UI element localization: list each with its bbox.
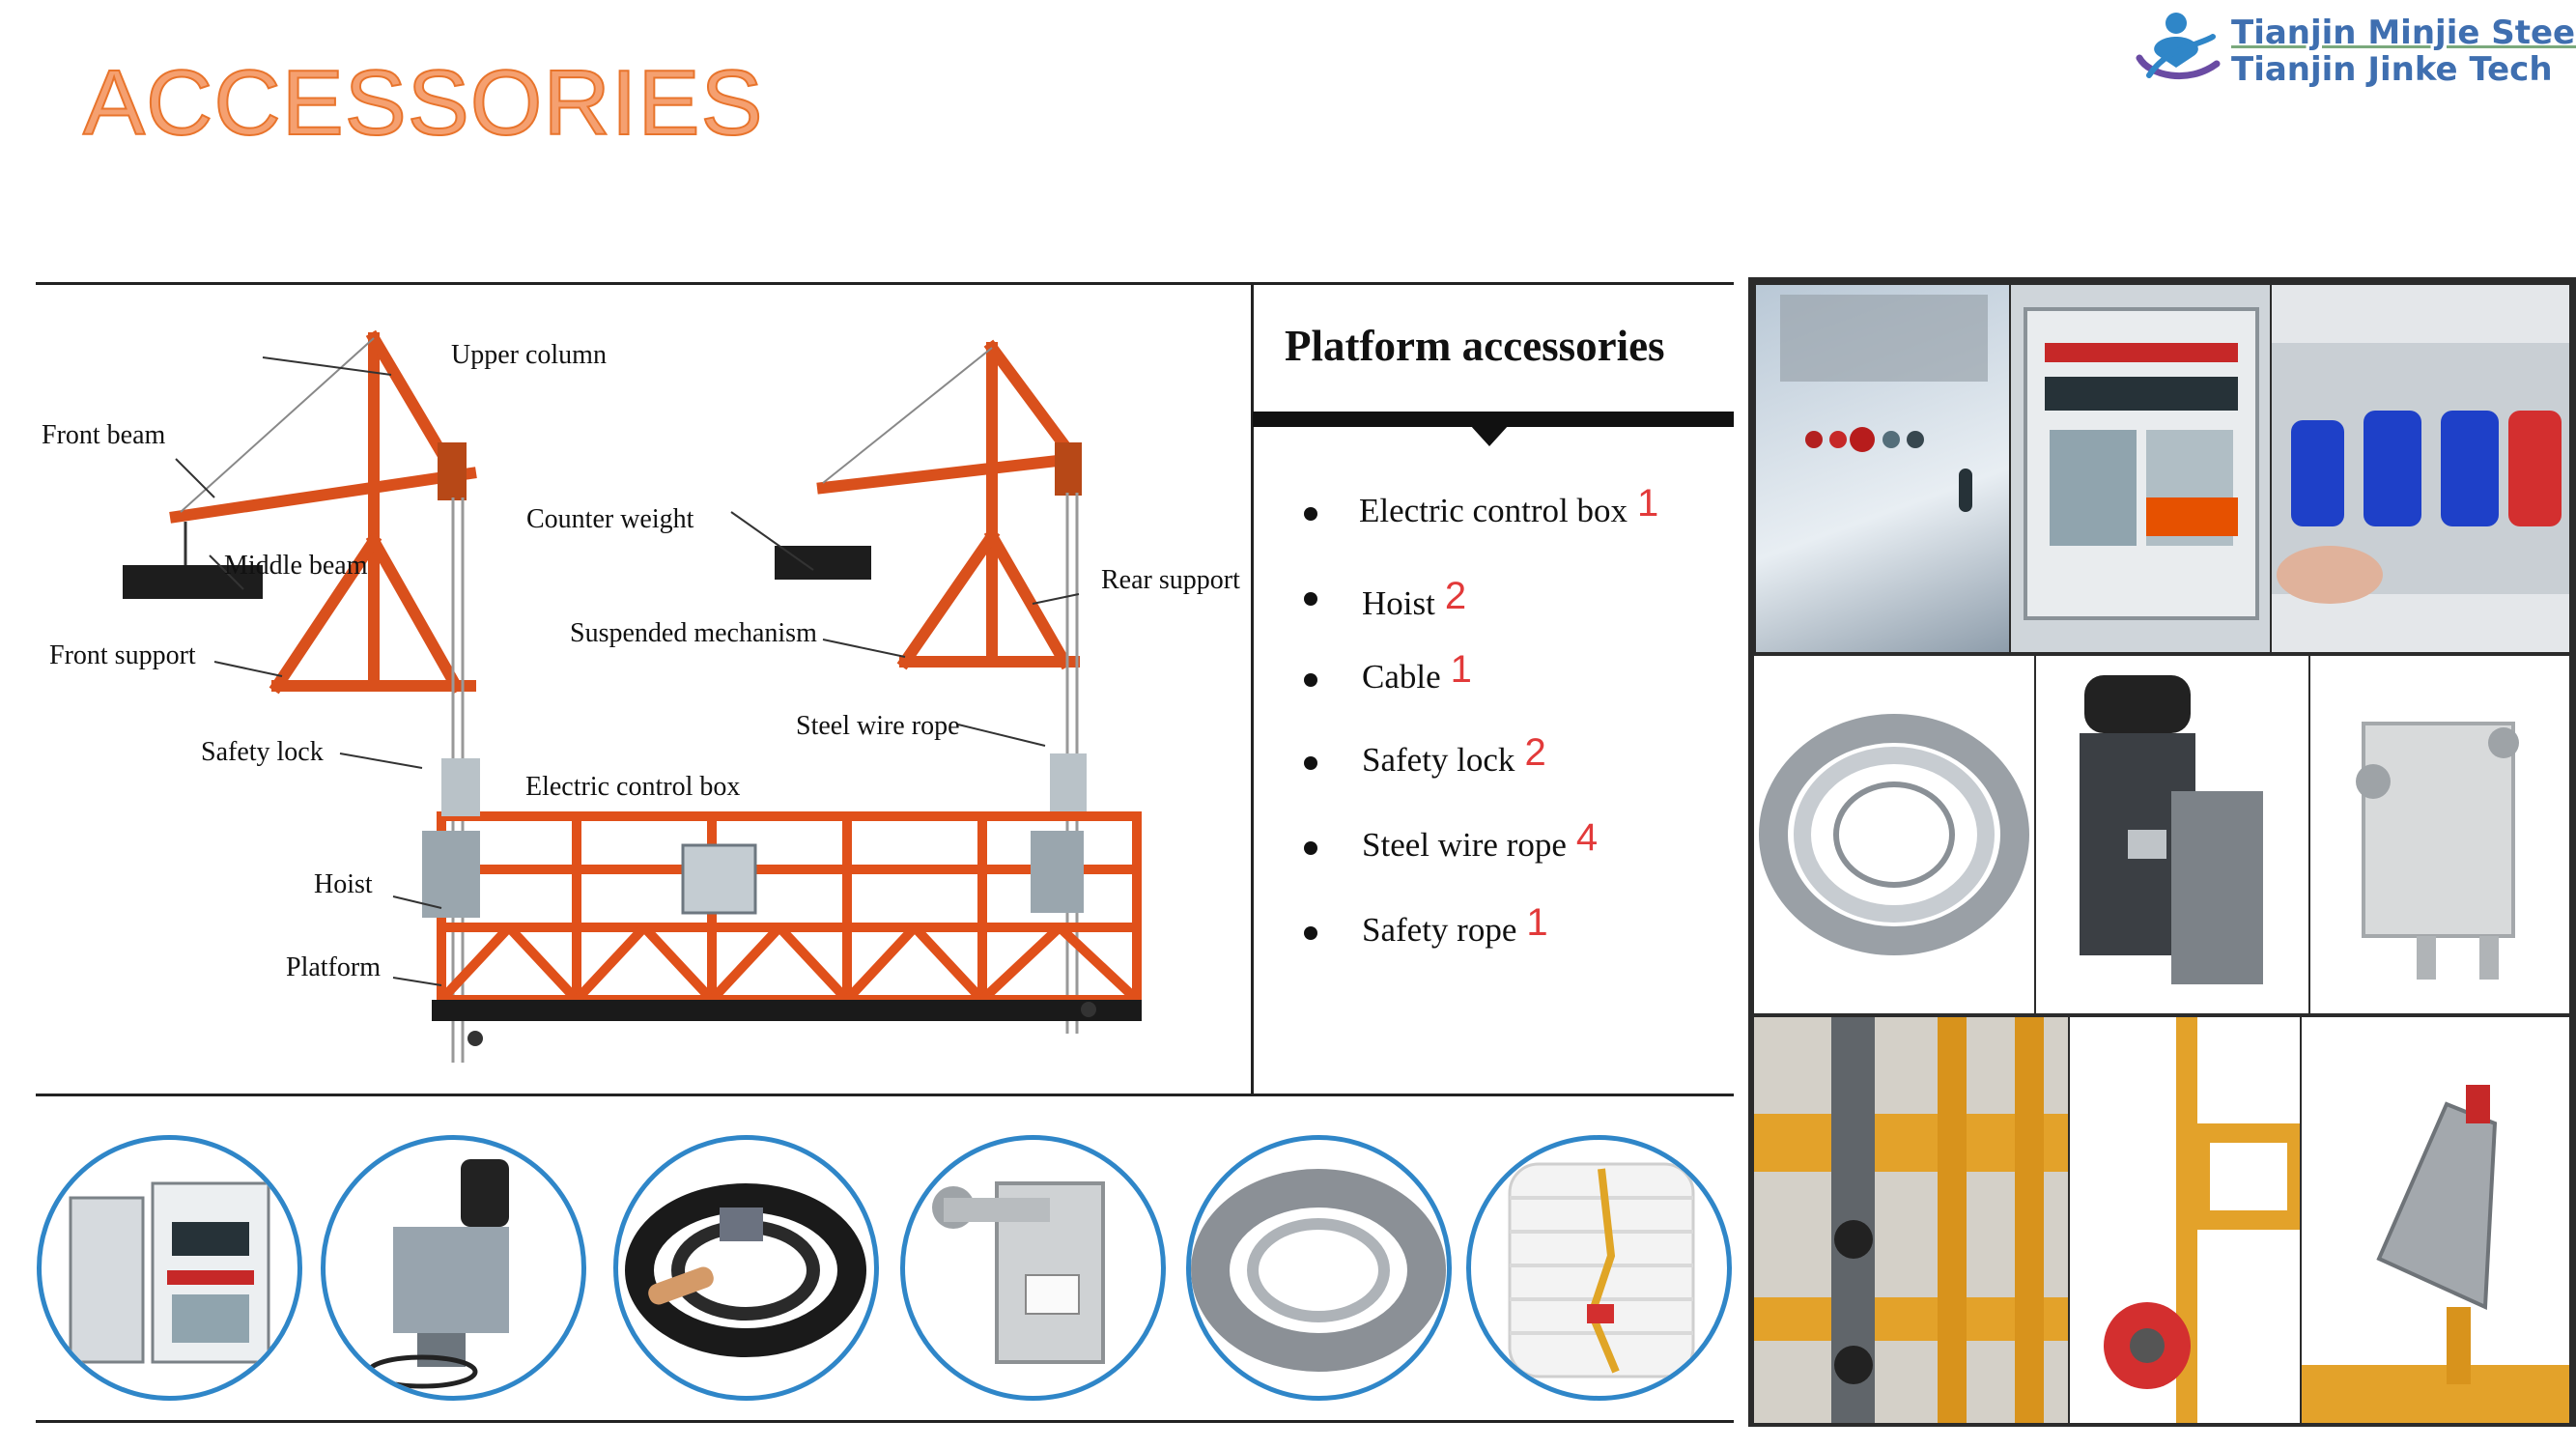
electric-box-inside-photo xyxy=(2011,285,2270,652)
label-rear-support: Rear support xyxy=(1101,565,1240,595)
hoist-motor-photo xyxy=(2036,656,2308,1013)
safety-rope-circle-photo xyxy=(1466,1135,1732,1401)
accessory-name: Safety rope xyxy=(1362,911,1517,949)
control-box-circle-photo xyxy=(37,1135,302,1401)
accessory-qty: 4 xyxy=(1575,816,1599,859)
steel-rope-circle-photo xyxy=(1186,1135,1452,1401)
accessories-notch xyxy=(1470,425,1509,446)
bullet-icon xyxy=(1304,673,1317,687)
accessory-name: Hoist xyxy=(1362,584,1435,622)
page-title: ACCESSORIES xyxy=(82,50,764,156)
bullet-icon xyxy=(1304,841,1317,855)
bottom-rule xyxy=(36,1420,1734,1423)
wire-rope-coil-photo xyxy=(1754,656,2034,1013)
label-hoist: Hoist xyxy=(314,869,373,899)
accessory-name: Steel wire rope xyxy=(1362,826,1567,864)
brand-logo: Tianjin Minjie Steel Tianjin Jinke Tech xyxy=(2130,8,2576,95)
accessory-qty: 1 xyxy=(1526,901,1548,944)
person-ring-logo-icon xyxy=(2136,13,2221,80)
middle-rule xyxy=(36,1094,1734,1096)
accessory-qty: 2 xyxy=(1444,575,1467,617)
accessories-title-bar xyxy=(1253,412,1734,427)
brand-line-2: Tianjin Jinke Tech xyxy=(2231,50,2553,89)
accessory-name: Safety lock xyxy=(1362,741,1515,779)
label-front-beam: Front beam xyxy=(42,420,166,450)
safety-lock-photo xyxy=(2310,656,2569,1013)
accessory-qty: 1 xyxy=(1636,482,1659,525)
photo-grid xyxy=(1748,277,2576,1427)
label-upper-column: Upper column xyxy=(451,340,607,370)
bullet-icon xyxy=(1304,507,1317,521)
accessory-qty: 2 xyxy=(1524,731,1546,774)
bullet-icon xyxy=(1304,592,1317,606)
accessory-name: Electric control box xyxy=(1359,492,1628,529)
socket-panel-photo xyxy=(2272,285,2569,652)
label-platform: Platform xyxy=(286,952,381,982)
bullet-icon xyxy=(1304,926,1317,940)
hoist-circle-photo xyxy=(321,1135,586,1401)
electric-box-front-photo xyxy=(1756,285,2009,652)
label-electric-control-box: Electric control box xyxy=(525,772,741,802)
platform-caster-photo xyxy=(2070,1017,2300,1423)
top-rule xyxy=(36,282,1734,285)
accessory-name: Cable xyxy=(1362,658,1441,696)
safety-lock-circle-photo xyxy=(900,1135,1166,1401)
gondola-illustration xyxy=(123,329,1142,1063)
accessories-title: Platform accessories xyxy=(1285,322,1665,370)
label-steel-wire-rope: Steel wire rope xyxy=(796,711,960,741)
bullet-icon xyxy=(1304,756,1317,770)
label-suspended-mechanism: Suspended mechanism xyxy=(570,618,817,648)
column-divider xyxy=(1251,282,1254,1095)
mechanism-closeup-photo xyxy=(2302,1017,2569,1423)
label-middle-beam: Middle beam xyxy=(224,551,368,581)
label-front-support: Front support xyxy=(49,640,196,670)
cable-coil-circle-photo xyxy=(613,1135,879,1401)
label-counter-weight: Counter weight xyxy=(526,504,694,534)
label-safety-lock: Safety lock xyxy=(201,737,324,767)
platform-wheel-detail-photo xyxy=(1754,1017,2068,1423)
accessory-qty: 1 xyxy=(1450,648,1472,691)
gondola-diagram: Upper column Front beam Middle beam Coun… xyxy=(36,290,1248,1092)
brand-line-1: Tianjin Minjie Steel xyxy=(2231,14,2576,52)
